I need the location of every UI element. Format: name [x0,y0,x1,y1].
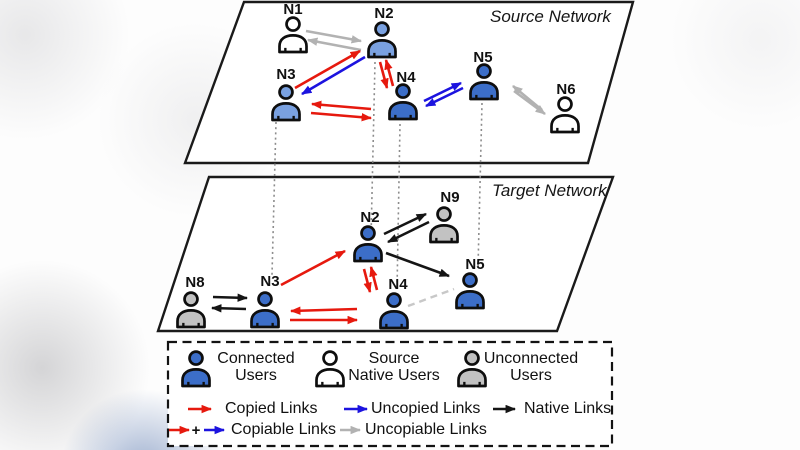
node-target-n5-label: N5 [465,256,485,273]
edge-t-n4-n5-dashed [407,287,455,308]
legend-native-links-label: Native Links [524,400,612,417]
node-source-n6-label: N6 [556,81,576,98]
node-target-n9-label: N9 [440,189,460,206]
node-source-n3-label: N3 [276,66,296,83]
target-network-edges [210,212,455,325]
edge-t-n2-n4-copied [362,268,372,294]
edge-s-n2-n3-uncopied [301,55,366,96]
source-network-title: Source Network [490,7,611,26]
edge-s-n1-n2-uncopiable [305,29,363,44]
edge-t-n2-n5-native [385,251,450,278]
legend-uncopiable-links-label: Uncopiable Links [365,421,487,438]
node-target-n2-label: N2 [360,209,380,226]
legend-source-native-users-label: Source Native Users [348,350,440,384]
legend-unconnected-users-label: Unconnected Users [484,350,578,384]
node-target-n8-label: N8 [185,274,205,291]
node-target-n3-label: N3 [260,273,280,290]
edge-t-n4-n2-copied [369,265,379,291]
node-source-n2-label: N2 [374,5,394,22]
edge-t-n3-n8-native [210,304,247,313]
node-source-n4-label: N4 [396,69,416,86]
legend-copied-links-label: Copied Links [225,400,318,417]
edge-s-n5-n4-uncopied [425,86,464,108]
legend-connected-users-line2: Users [235,367,277,384]
mapping-line-n5 [477,102,483,269]
legend-unconnected-users-line2: Users [510,367,552,384]
edge-s-n3-n2-copied [294,49,361,90]
edge-t-n8-n3-native [212,293,249,302]
mapping-connectors [271,61,483,291]
edge-t-n4-n3-copied [289,306,358,315]
edge-t-n3-n2-copied [280,249,346,287]
mapping-line-n2 [370,61,376,239]
legend-uncopied-links-label: Uncopied Links [371,400,481,417]
legend-arrows [169,404,517,435]
node-source-n1-label: N1 [283,1,303,18]
legend-source-native-users-line1: Source [368,350,420,367]
legend-connected-users-line1: Connected [217,350,295,367]
node-target-n4-label: N4 [388,276,408,293]
edge-s-n2-n1-uncopiable [306,37,362,52]
legend-source-native-users-line2: Native Users [348,367,440,384]
edge-s-n4-n3-copied [310,100,372,111]
legend-box [166,340,614,448]
legend-plus-sign: + [191,422,201,439]
edge-t-n2-n9-native [383,212,427,236]
edge-t-n9-n2-native [387,220,430,244]
target-network-panel [156,175,615,333]
edge-s-n4-n5-uncopied [423,81,462,103]
legend-copiable-links-label: Copiable Links [231,421,336,438]
source-network-edges [294,29,546,122]
node-source-n5-label: N5 [473,49,493,66]
edge-s-n2-n4-copied [378,61,389,90]
edge-s-n3-n4-copied [310,111,373,122]
legend-unconnected-users-line1: Unconnected [483,350,579,367]
legend-connected-users-label: Connected Users [217,350,294,384]
target-network-title: Target Network [492,181,607,200]
mapping-line-n4 [396,123,401,291]
edge-s-n4-n2-copied [384,58,395,87]
edge-s-n5-n6-uncopiable [513,89,546,116]
